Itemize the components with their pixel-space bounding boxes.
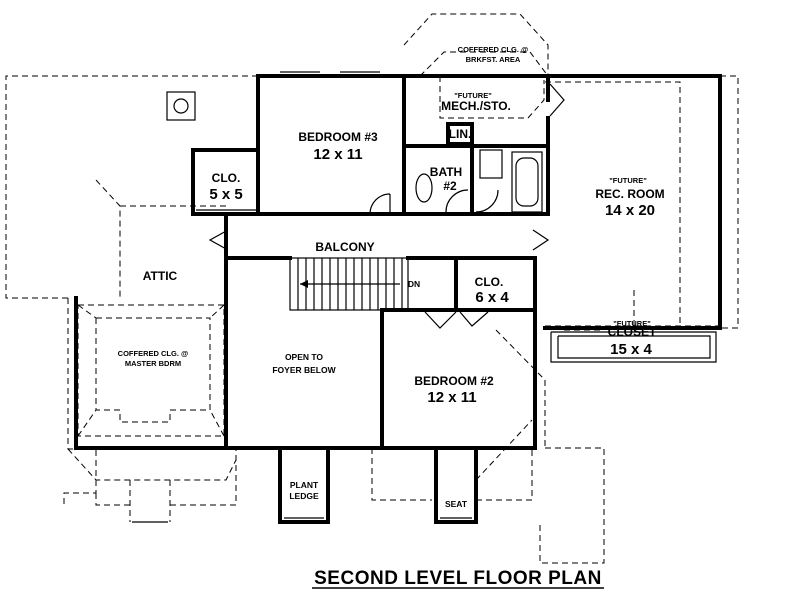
future-closet-future: "FUTURE" [613, 319, 651, 328]
closet-left-name: CLO. [212, 171, 241, 185]
plant-ledge-line2: LEDGE [289, 491, 319, 501]
bedroom2-size: 12 x 11 [427, 389, 476, 406]
balcony-name: BALCONY [315, 240, 374, 254]
closet-center-size: 6 x 4 [475, 289, 509, 306]
open-foyer-line1: OPEN TO [285, 352, 323, 362]
future-closet-name: CLOSET [608, 325, 657, 339]
plant-ledge-line1: PLANT [290, 480, 319, 490]
attic-name: ATTIC [143, 269, 178, 283]
bedroom3-size: 12 x 11 [313, 146, 362, 163]
rec-name: REC. ROOM [595, 187, 664, 201]
coffered-breakfast-line1: COFFERED CLG. @ [458, 45, 529, 54]
bath2-name: BATH [430, 165, 462, 179]
walls [74, 74, 722, 524]
room-labels: BEDROOM #3 12 x 11 CLO. 5 x 5 COFFERED C… [118, 45, 665, 509]
closet-left-size: 5 x 5 [209, 186, 242, 203]
rec-future: "FUTURE" [609, 176, 647, 185]
plan-title: SECOND LEVEL FLOOR PLAN [314, 568, 602, 589]
coffered-breakfast-line2: BRKFST. AREA [466, 55, 521, 64]
future-closet-size: 15 x 4 [610, 341, 652, 358]
coffered-master-line1: COFFERED CLG. @ [118, 349, 189, 358]
coffered-master-line2: MASTER BDRM [125, 359, 181, 368]
rec-size: 14 x 20 [605, 202, 655, 219]
roof-outline [5, 13, 739, 564]
seat-name: SEAT [445, 499, 468, 509]
fixtures [132, 71, 717, 523]
stair-direction: DN [408, 279, 420, 289]
mech-future: "FUTURE" [454, 91, 492, 100]
bath2-num: #2 [443, 179, 457, 193]
mech-name: MECH./STO. [441, 99, 511, 113]
linen-name: LIN. [449, 127, 472, 141]
open-foyer-line2: FOYER BELOW [272, 365, 336, 375]
bedroom2-name: BEDROOM #2 [414, 374, 494, 388]
closet-center-name: CLO. [475, 275, 504, 289]
bedroom3-name: BEDROOM #3 [298, 130, 378, 144]
